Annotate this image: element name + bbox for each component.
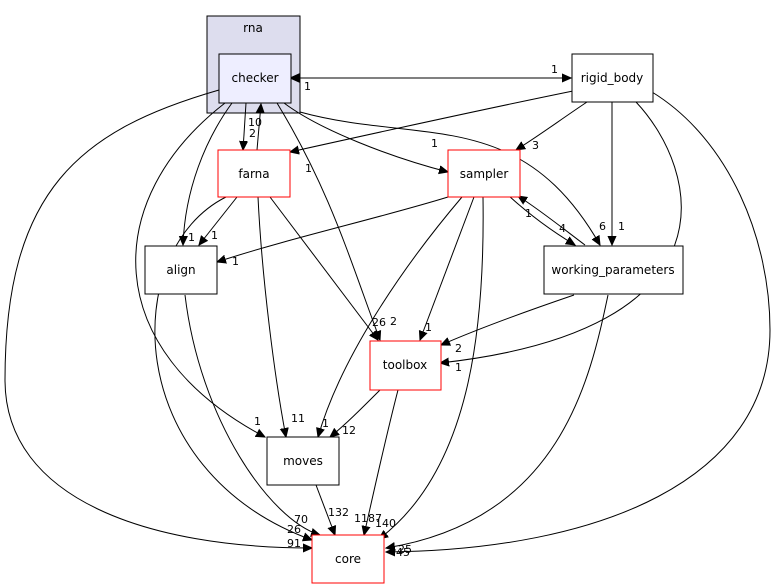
moves-box <box>266 436 340 486</box>
toolbox-label: toolbox <box>383 358 427 372</box>
edge-checker-farna <box>243 102 246 150</box>
edge-label-checker-core: 91 <box>287 537 301 550</box>
edge-sampler-toolbox <box>420 196 475 340</box>
edge-label-toolbox-core: 1187 <box>354 512 382 525</box>
edge-label-sampler-align: 1 <box>232 255 239 268</box>
edge-checker-toolbox <box>276 102 380 340</box>
edge-label-checker-toolbox: 1 <box>455 361 462 374</box>
edge-rigid-body-farna <box>290 90 574 152</box>
edge-checker-moves <box>135 102 265 437</box>
node-toolbox[interactable]: toolbox <box>369 340 442 391</box>
toolbox-box <box>369 340 442 391</box>
edge-farna-align <box>199 196 238 245</box>
edge-label-farna-moves: 11 <box>291 412 305 425</box>
edge-labels: 1 1 10 2 1 3 1 1 1 1 1 4 6 1 26 2 1 2 1 … <box>188 63 625 559</box>
edge-label-checker-working-parameters: 6 <box>599 220 606 233</box>
edge-label-checker-sampler: 1 <box>431 137 438 150</box>
edge-label-farna-align-b: 1 <box>211 229 218 242</box>
edge-sampler-core <box>379 196 484 539</box>
node-sampler[interactable]: sampler <box>447 149 521 198</box>
edges <box>4 78 771 552</box>
edge-working-parameters-sampler <box>518 196 586 246</box>
edge-farna-moves <box>257 196 286 437</box>
moves-label: moves <box>283 454 323 468</box>
edge-label-rigid-body-working-parameters: 1 <box>618 220 625 233</box>
node-align[interactable]: align <box>144 245 218 295</box>
edge-sampler-working-parameters <box>508 195 575 245</box>
edge-farna-toolbox <box>269 196 378 340</box>
edge-label-sampler-working-parameters: 1 <box>525 207 532 220</box>
edge-label-checker-farna: 2 <box>249 127 256 140</box>
edge-label-rigid-body-checker: 1 <box>304 80 311 93</box>
edge-sampler-moves <box>318 196 463 437</box>
core-label: core <box>335 552 361 566</box>
farna-box <box>217 149 291 198</box>
node-farna[interactable]: farna <box>217 149 291 198</box>
edge-label-toolbox-moves: 12 <box>342 424 356 437</box>
edge-farna-checker <box>257 104 261 151</box>
edge-moves-core <box>315 484 335 535</box>
edge-sampler-align <box>217 196 449 262</box>
edge-toolbox-core <box>364 389 399 535</box>
edge-label-toolbox-26: 26 <box>372 316 386 329</box>
node-moves[interactable]: moves <box>266 436 340 486</box>
edge-working-parameters-toolbox <box>441 294 575 345</box>
edge-rigid-body-sampler <box>516 101 588 150</box>
edge-checker-working-parameters <box>299 111 600 245</box>
node-working-parameters[interactable]: working_parameters <box>543 245 684 295</box>
edge-label-rigid-body-sampler: 3 <box>532 139 539 152</box>
rigid-body-label: rigid_body <box>581 71 644 85</box>
edge-label-toolbox-2: 2 <box>390 315 397 328</box>
align-label: align <box>166 263 195 277</box>
edge-label-working-parameters-toolbox: 2 <box>455 342 462 355</box>
edge-label-working-parameters-core: 45 <box>396 546 410 559</box>
edge-label-farna-checker: 10 <box>248 116 262 129</box>
checker-label: checker <box>231 71 278 85</box>
edge-checker-align <box>183 102 233 245</box>
farna-label: farna <box>238 167 269 181</box>
edge-checker-sampler <box>283 102 448 172</box>
core-box <box>311 534 385 584</box>
node-core[interactable]: core <box>311 534 385 584</box>
sampler-box <box>447 149 521 198</box>
edge-label-sampler-moves: 1 <box>322 417 329 430</box>
edge-label-moves-core: 132 <box>328 506 349 519</box>
working-parameters-box <box>543 245 684 295</box>
sampler-label: sampler <box>460 167 509 181</box>
edge-working-parameters-core <box>386 294 609 548</box>
edge-toolbox-moves <box>330 389 381 437</box>
edge-label-checker-rigid-body: 1 <box>551 63 558 76</box>
edge-checker-core <box>4 89 312 548</box>
working-parameters-label: working_parameters <box>551 263 674 277</box>
node-checker[interactable]: checker <box>218 53 292 104</box>
edge-label-farna-align-a: 1 <box>188 231 195 244</box>
edge-farna-core <box>154 196 312 540</box>
rigid-body-box <box>571 53 654 103</box>
checker-box <box>218 53 292 104</box>
edge-label-checker-moves: 1 <box>254 415 261 428</box>
edge-label-working-parameters-sampler: 4 <box>559 222 566 235</box>
align-box <box>144 245 218 295</box>
edge-rigid-body-core <box>386 91 771 552</box>
edge-label-rigid-body-toolbox: 1 <box>305 162 312 175</box>
cluster-rna-label: rna <box>243 21 263 35</box>
edge-label-farna-core: 26 <box>287 523 301 536</box>
edge-label-rigid-body-core: 25 <box>398 543 412 556</box>
edge-label-sampler-toolbox: 1 <box>425 321 432 334</box>
node-rigid-body[interactable]: rigid_body <box>571 53 654 103</box>
edge-label-align-core: 70 <box>294 513 308 526</box>
edge-label-sampler-core: 140 <box>375 517 396 530</box>
edge-align-core <box>184 294 320 535</box>
